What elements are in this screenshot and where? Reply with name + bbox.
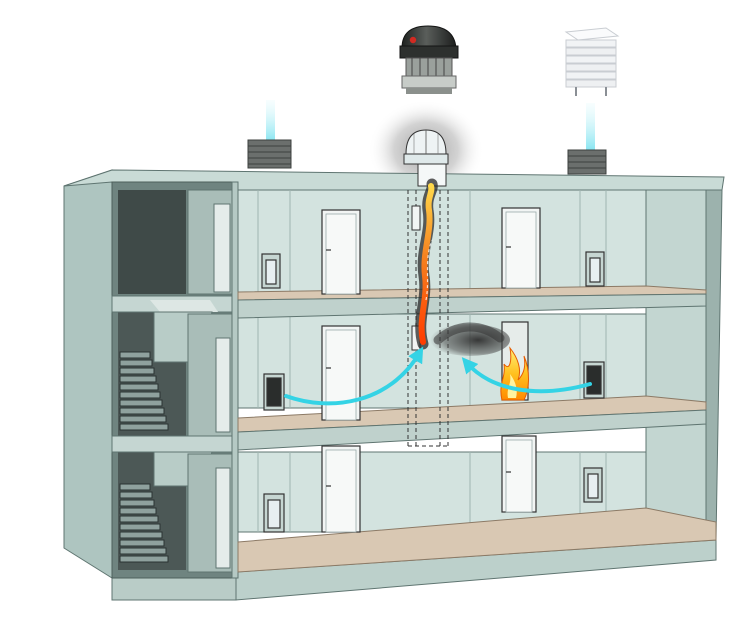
left-roof-vent	[247, 100, 292, 169]
corridor-wall-top	[237, 189, 647, 293]
stair-flight-upper	[119, 351, 169, 431]
slab-middle	[237, 409, 707, 451]
doors	[261, 207, 605, 533]
airflow-arrow-right	[461, 357, 592, 394]
flame-column	[418, 183, 435, 345]
floor-bottom	[237, 507, 717, 573]
airflow-arrow-left	[284, 346, 424, 406]
right-vent-light-beam	[586, 103, 595, 151]
stair-flight-lower	[119, 483, 169, 563]
floor-middle	[237, 395, 707, 433]
right-end-wall	[645, 189, 707, 541]
left-vent-light-beam	[266, 100, 275, 142]
roof-exhaust-fan-icon	[399, 25, 459, 94]
building	[63, 129, 725, 601]
ground-slab	[111, 577, 237, 601]
slab-top	[237, 293, 707, 319]
right-roof-vent	[567, 103, 607, 175]
smoke-dome-icon	[403, 129, 449, 187]
floor-top	[237, 285, 707, 301]
left-side-wall	[63, 169, 113, 579]
intake-louvre-icon	[564, 27, 620, 96]
